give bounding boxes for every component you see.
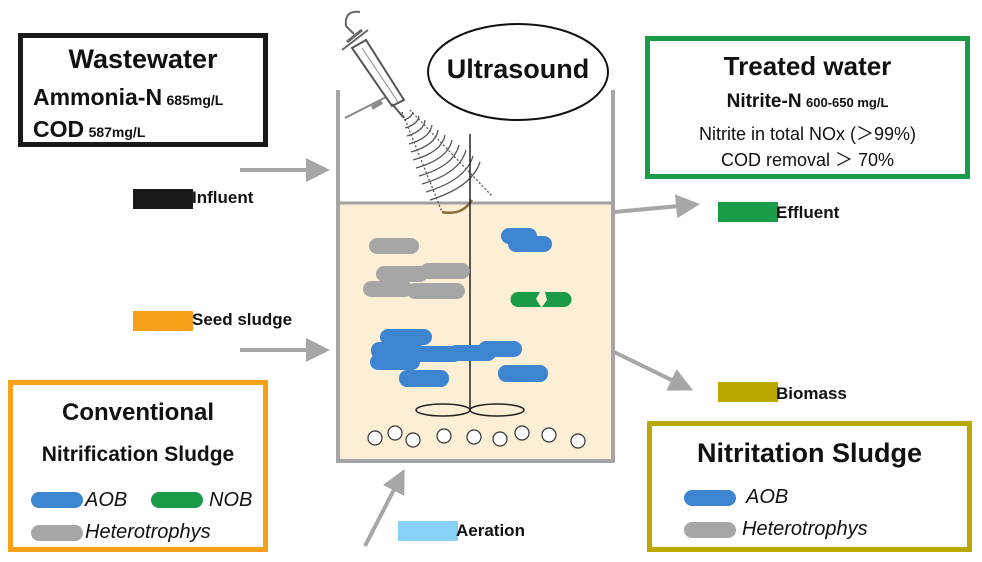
cod-value: 587mg/L [88, 124, 146, 140]
conventional-title-1: Conventional [61, 399, 214, 426]
nitrite-ratio: Nitrite in total NOx (＞99%) [698, 124, 917, 144]
aob-legend-label: AOB [85, 489, 128, 511]
reactor-vessel [336, 90, 615, 463]
het-legend-swatch [31, 525, 83, 541]
nitritation-sludge-box: Nitritation Sludge AOB Heterotrophys [647, 421, 972, 552]
het-legend-label: Heterotrophys [85, 521, 211, 543]
aeration-swatch [398, 521, 458, 541]
nob-cells [510, 292, 572, 307]
biomass-arrow [613, 350, 693, 391]
nitrite-label: Nitrite-N [726, 91, 802, 112]
nitritation-het-label: Heterotrophys [742, 518, 868, 540]
nob-legend-label: NOB [209, 489, 253, 511]
nitrite-line: Nitrite-N 600-650 mg/L [650, 91, 965, 113]
ammonia-line: Ammonia-N 685mg/L [33, 84, 223, 111]
treated-water-box: Treated water Nitrite-N 600-650 mg/L Nit… [645, 36, 970, 179]
biomass-label: Biomass [776, 384, 847, 403]
ammonia-label: Ammonia-N [33, 84, 163, 110]
treated-title: Treated water [723, 51, 892, 81]
seed-sludge-label: Seed sludge [192, 310, 293, 329]
aeration-arrow [363, 469, 405, 547]
aob-cells [370, 228, 552, 387]
cod-line: COD 587mg/L [33, 116, 145, 143]
nitritation-het-swatch [684, 522, 736, 538]
wastewater-title: Wastewater [68, 44, 218, 74]
wastewater-box: Wastewater Ammonia-N 685mg/L COD 587mg/L [18, 33, 268, 147]
conventional-sludge-box: Conventional Nitrification Sludge AOB NO… [8, 380, 268, 552]
aeration-label: Aeration [456, 521, 525, 540]
effluent-swatch [718, 202, 778, 222]
influent-swatch [133, 189, 193, 209]
seed-sludge-swatch [133, 311, 193, 331]
effluent-label: Effluent [776, 203, 840, 222]
biomass-swatch [718, 382, 778, 402]
stirrer-blade-right [469, 403, 525, 417]
ultrasound-waves [401, 109, 493, 213]
aob-legend-swatch [31, 492, 83, 508]
ammonia-value: 685mg/L [166, 92, 224, 108]
nob-legend-swatch [151, 492, 203, 508]
influent-label: Influent [192, 188, 254, 207]
nitritation-aob-label: AOB [746, 486, 789, 508]
flow-arrows [240, 158, 700, 547]
ultrasound-bubble [427, 23, 609, 121]
probe-mount [344, 94, 391, 119]
cod-removal: COD removal ＞ 70% [720, 150, 895, 170]
aeration-bubbles [367, 425, 586, 449]
nitritation-title: Nitritation Sludge [697, 438, 922, 468]
ultrasound-label: Ultrasound [446, 54, 590, 84]
ultrasound-probe-icon [341, 10, 406, 119]
nitrite-value: 600-650 mg/L [806, 95, 889, 110]
cod-label: COD [33, 116, 85, 142]
conventional-title-2: Nitrification Sludge [41, 443, 235, 466]
heterotroph-cells [363, 238, 470, 299]
nitritation-aob-swatch [684, 490, 736, 506]
effluent-arrow [613, 194, 700, 219]
